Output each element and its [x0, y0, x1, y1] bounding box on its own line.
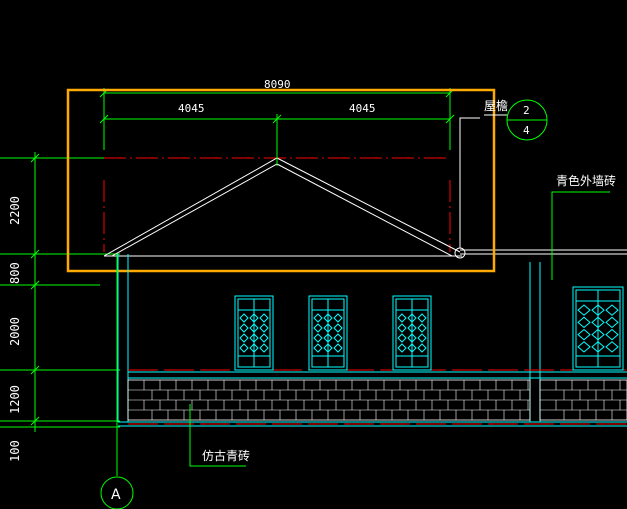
- window-1: [234, 295, 274, 371]
- vertical-dimension-chain: [0, 152, 120, 432]
- wall-brick-leader: [551, 191, 610, 280]
- axis-a: A: [100, 254, 134, 509]
- brick-base-pattern: [127, 379, 627, 421]
- dimension-1200: 1200: [8, 385, 22, 414]
- dimension-100: 100: [8, 440, 22, 462]
- dimension-overall: 8090: [264, 78, 291, 91]
- red-centerlines: [103, 157, 451, 252]
- eave-line: [460, 249, 627, 255]
- eave-leader: [459, 117, 480, 248]
- window-4: [572, 286, 624, 371]
- base-brick-label: 仿古青砖: [202, 448, 250, 463]
- dimension-right-half: 4045: [349, 102, 376, 115]
- wall-brick-label: 青色外墙砖: [556, 173, 616, 188]
- dimension-left-half: 4045: [178, 102, 205, 115]
- eave-label: 屋檐: [484, 99, 508, 113]
- detail-ref-top: 2: [523, 104, 530, 117]
- gable-roof: [103, 157, 462, 257]
- detail-reference-circle[interactable]: 2 4: [506, 99, 548, 141]
- selection-highlight-box[interactable]: [66, 88, 496, 273]
- dimension-2200: 2200: [8, 196, 22, 225]
- red-dashed-lines: [128, 369, 627, 425]
- dimension-800: 800: [8, 262, 22, 284]
- base-brick-leader: [189, 404, 246, 467]
- window-2: [308, 295, 348, 371]
- axis-a-label: A: [111, 487, 121, 503]
- window-3: [392, 295, 432, 371]
- detail-ref-bottom: 4: [523, 124, 530, 137]
- dimension-2000: 2000: [8, 317, 22, 346]
- horizontal-dimension-chain: [99, 88, 455, 150]
